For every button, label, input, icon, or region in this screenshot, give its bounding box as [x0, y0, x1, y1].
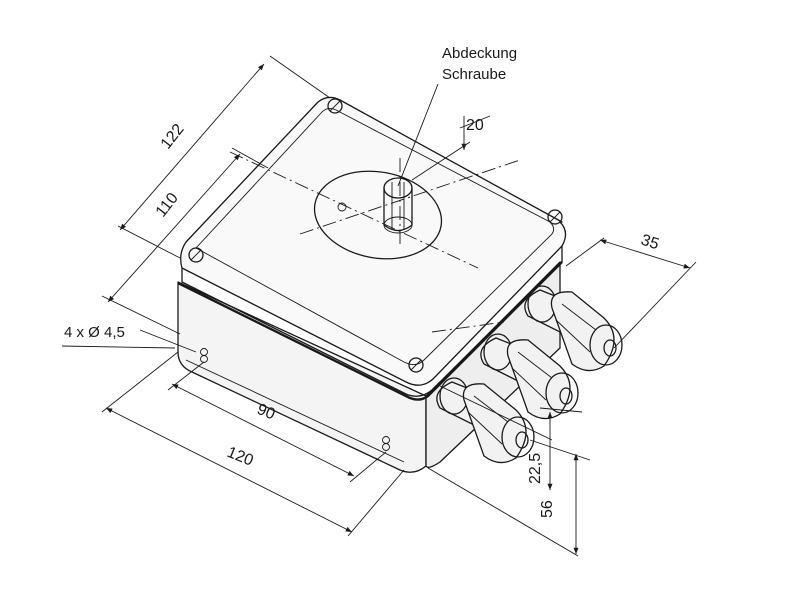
cable-glands	[436, 285, 623, 464]
cable-gland-2	[480, 333, 579, 420]
dim-22-5: 22,5	[527, 453, 544, 484]
dim-90: 90	[255, 401, 278, 423]
labels: Abdeckung Schraube 4 x Ø 4,5	[64, 45, 517, 341]
cover-screw-assembly	[313, 170, 443, 260]
center-lines	[229, 151, 521, 333]
screw-front	[408, 357, 424, 373]
dim-line-90	[171, 383, 355, 477]
label-cover-screw-line1: Abdeckung	[442, 45, 517, 62]
cable-gland-1	[524, 285, 623, 372]
dim-35: 35	[639, 232, 661, 254]
label-holes: 4 x Ø 4,5	[64, 324, 125, 341]
dim-20: 20	[466, 117, 484, 134]
dim-line-110	[107, 153, 241, 303]
screw-top	[327, 98, 343, 114]
mounting-holes	[200, 348, 390, 451]
mounting-hole-right	[382, 436, 390, 451]
label-cover-screw-line2: Schraube	[442, 66, 506, 83]
leader-lines	[61, 83, 439, 353]
screw-right	[547, 209, 563, 225]
dim-line-35	[599, 239, 691, 269]
cable-gland-3	[436, 377, 535, 464]
dim-120: 120	[225, 444, 256, 470]
dim-122: 122	[158, 121, 188, 153]
dimension-lines	[105, 63, 691, 554]
dim-56: 56	[539, 500, 556, 518]
dim-110: 110	[153, 190, 182, 221]
